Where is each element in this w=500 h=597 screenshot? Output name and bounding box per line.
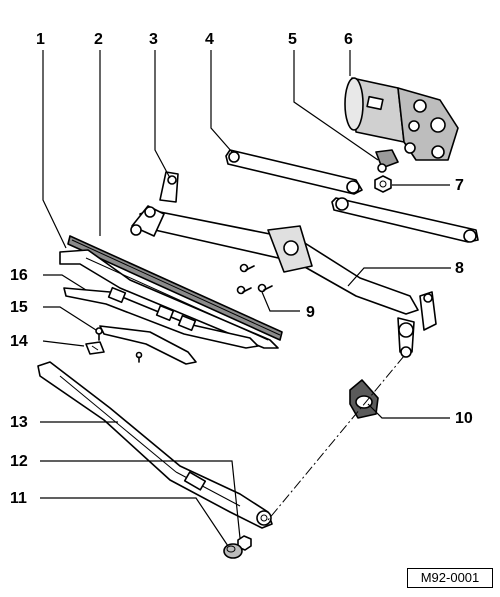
callout-15: 15 bbox=[10, 299, 28, 316]
callout-2: 2 bbox=[94, 31, 103, 48]
callout-labels: 1 2 3 4 5 6 7 8 9 10 11 12 13 14 15 16 bbox=[10, 31, 473, 507]
wiper-rubber-insert bbox=[67, 235, 283, 341]
callout-8: 8 bbox=[455, 260, 464, 277]
wiper-motor bbox=[344, 77, 459, 169]
callout-16: 16 bbox=[10, 267, 28, 284]
screw-b bbox=[236, 285, 252, 295]
callout-10: 10 bbox=[455, 410, 473, 427]
callout-12: 12 bbox=[10, 453, 28, 470]
callout-14: 14 bbox=[10, 333, 28, 350]
screw-c bbox=[257, 283, 273, 293]
callout-4: 4 bbox=[205, 31, 214, 48]
callout-5: 5 bbox=[288, 31, 297, 48]
small-screw bbox=[95, 327, 143, 363]
blade-clip bbox=[85, 341, 105, 355]
blade-carrier bbox=[63, 286, 259, 349]
callout-7: 7 bbox=[455, 177, 464, 194]
connecting-rod-short bbox=[225, 149, 387, 195]
crank-nut bbox=[374, 175, 392, 193]
mounting-screws bbox=[236, 263, 273, 295]
figure-id: M92-0001 bbox=[407, 568, 493, 588]
callout-1: 1 bbox=[36, 31, 45, 48]
callout-11: 11 bbox=[10, 490, 27, 507]
lower-blade-strip bbox=[99, 325, 197, 365]
callout-9: 9 bbox=[306, 304, 315, 321]
leader-lines bbox=[40, 50, 451, 547]
arm-cap bbox=[223, 543, 243, 559]
assembly-axis-line bbox=[267, 355, 405, 521]
wiper-arm bbox=[37, 361, 273, 529]
wiper-frame bbox=[130, 171, 437, 358]
connecting-rod-long bbox=[331, 197, 479, 243]
wiper-blade bbox=[59, 249, 279, 349]
callout-6: 6 bbox=[344, 31, 353, 48]
screw-a bbox=[239, 263, 255, 273]
spindle-cover-cap bbox=[349, 379, 379, 419]
callout-13: 13 bbox=[10, 414, 28, 431]
callout-3: 3 bbox=[149, 31, 158, 48]
